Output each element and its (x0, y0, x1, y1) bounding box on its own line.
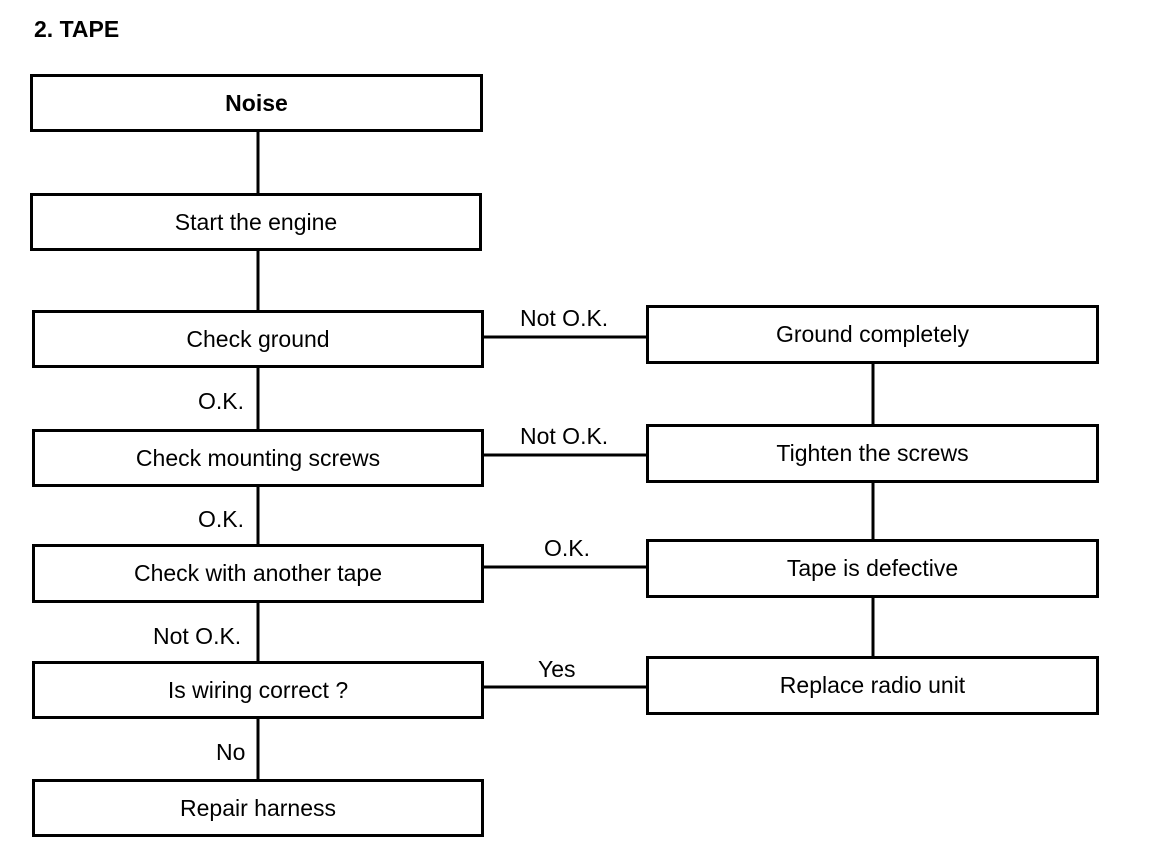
box-check-ground-label: Check ground (186, 325, 330, 352)
label-wiring-no: No (216, 739, 246, 765)
diagram-title: 2. TAPE (34, 16, 120, 42)
box-start-engine-label: Start the engine (174, 208, 338, 235)
box-check-mounting-screws-label: Check mounting screws (135, 444, 381, 471)
box-check-another-tape: Check with another tape (32, 544, 484, 603)
box-noise: Noise (30, 74, 483, 132)
label-wiring-yes: Yes (538, 656, 576, 682)
box-check-ground: Check ground (32, 310, 484, 368)
box-check-mounting-screws: Check mounting screws (32, 429, 484, 487)
box-repair-harness-label: Repair harness (180, 794, 336, 821)
box-noise-label: Noise (225, 89, 288, 116)
box-repair-harness: Repair harness (32, 779, 484, 837)
label-ground-ok: O.K. (198, 388, 245, 414)
box-replace-radio-label: Replace radio unit (779, 672, 966, 698)
box-is-wiring-correct-label: Is wiring correct ? (167, 676, 349, 703)
label-screws-not-ok: Not O.K. (520, 423, 609, 449)
box-tighten-screws-label: Tighten the screws (776, 440, 969, 466)
box-ground-completely: Ground completely (646, 305, 1099, 364)
label-tape-not-ok: Not O.K. (153, 623, 242, 649)
box-tape-defective-label: Tape is defective (786, 555, 959, 581)
box-tighten-screws: Tighten the screws (646, 424, 1099, 483)
box-start-engine: Start the engine (30, 193, 482, 251)
box-check-another-tape-label: Check with another tape (133, 560, 383, 586)
label-ground-not-ok: Not O.K. (520, 305, 609, 331)
label-screws-ok: O.K. (198, 506, 245, 532)
box-is-wiring-correct: Is wiring correct ? (32, 661, 484, 719)
box-replace-radio: Replace radio unit (646, 656, 1099, 715)
box-ground-completely-label: Ground completely (775, 321, 970, 347)
box-tape-defective: Tape is defective (646, 539, 1099, 598)
label-tape-ok: O.K. (544, 535, 591, 561)
